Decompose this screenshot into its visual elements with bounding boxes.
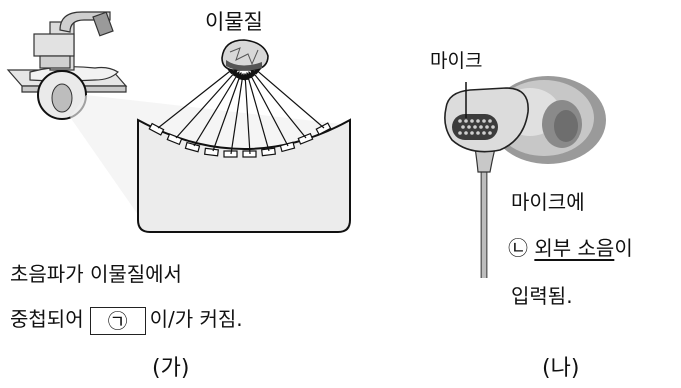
- panel-label-b: (나): [542, 356, 580, 381]
- ultrasound-rays: [157, 67, 325, 155]
- blank-box-a: ㉠: [89, 306, 146, 335]
- panel-label-a: (가): [152, 356, 190, 381]
- external-noise-underlined: 외부 소음: [534, 236, 615, 260]
- caption-line-2-post: 이/가 커짐.: [149, 307, 243, 331]
- mic-label: 마이크: [430, 50, 483, 72]
- foreign-body: [221, 39, 269, 71]
- zoom-circle: [37, 70, 87, 120]
- desc-line-3: 입력됨.: [511, 284, 573, 308]
- desc-line-2-post: 이: [614, 236, 633, 260]
- marker-b: ㉡: [508, 236, 528, 260]
- earphone: [444, 76, 606, 278]
- caption-line-2-pre: 중첩되어: [10, 307, 84, 331]
- foreign-body-label: 이물질: [205, 10, 263, 34]
- desc-line-1: 마이크에: [511, 190, 585, 214]
- caption-line-1: 초음파가 이물질에서: [10, 262, 182, 286]
- desc-line-2: ㉡ 외부 소음이: [508, 232, 633, 261]
